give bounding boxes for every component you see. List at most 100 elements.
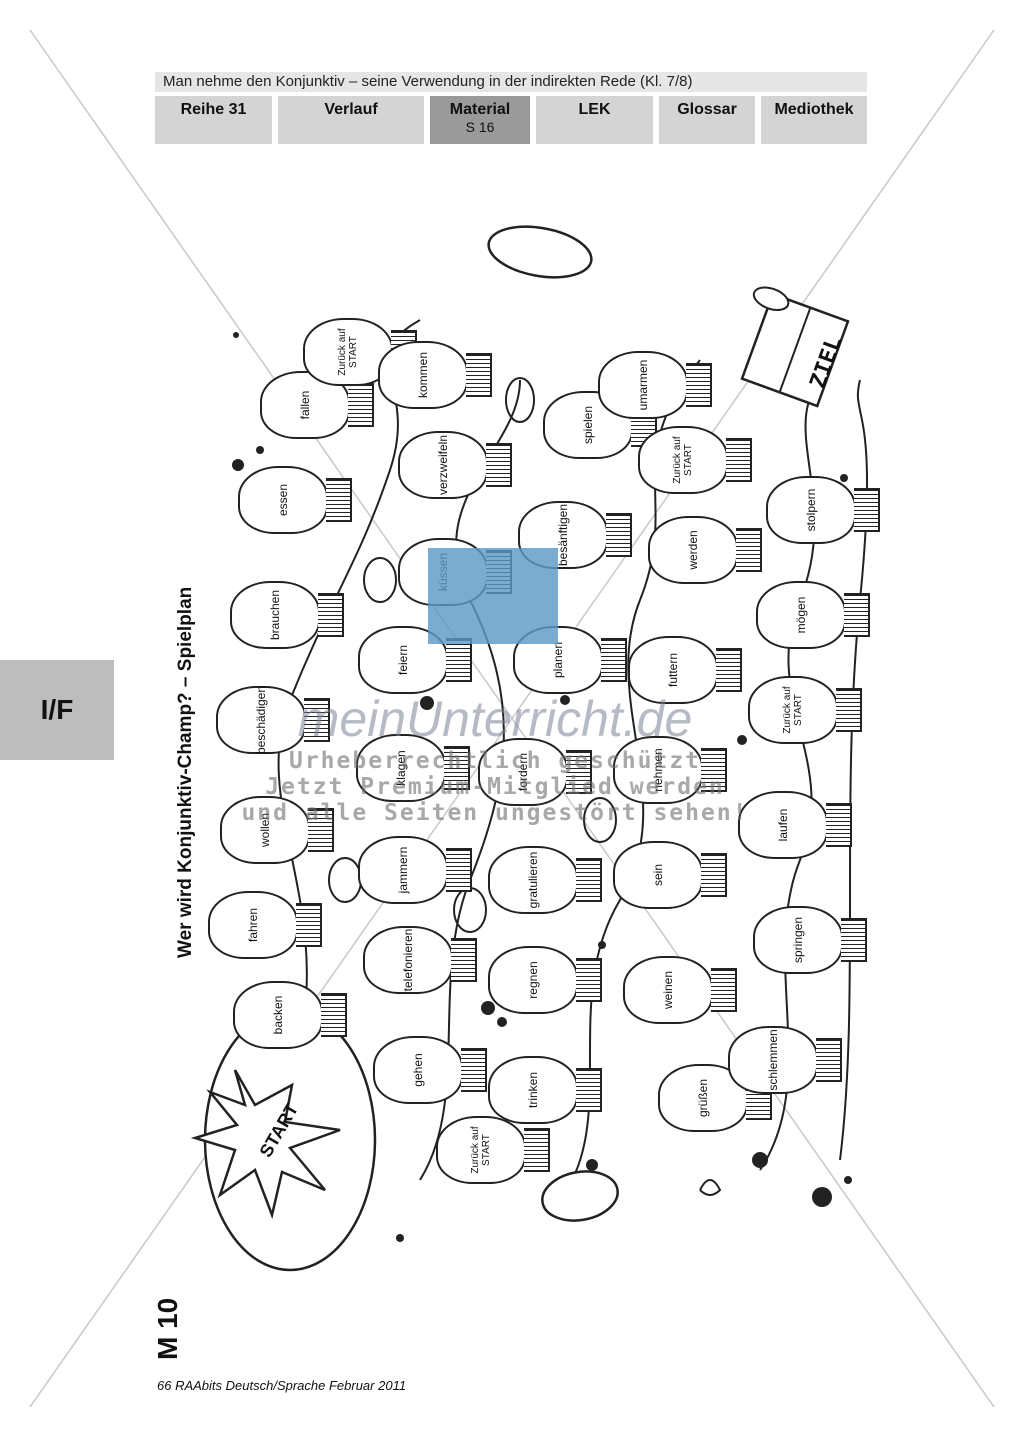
board-field-label: laufen — [776, 808, 790, 842]
board-field: wollen — [220, 796, 334, 864]
series-title-bar: Man nehme den Konjunktiv – seine Verwend… — [155, 72, 867, 92]
tab-verlauf[interactable]: Verlauf — [278, 96, 424, 144]
tab-lek[interactable]: LEK — [536, 96, 653, 144]
muffin-cup — [321, 993, 347, 1037]
board-field-label: Zurück auf START — [337, 328, 359, 376]
tab-mediothek[interactable]: Mediothek — [761, 96, 867, 144]
board-field: trinken — [488, 1056, 602, 1124]
category-side-tab: I/F — [0, 660, 114, 760]
board-field-label: trinken — [526, 1071, 540, 1109]
board-field: verzweifeln — [398, 431, 512, 499]
muffin-cup — [308, 808, 334, 852]
muffin-cup — [701, 853, 727, 897]
muffin-cup — [686, 363, 712, 407]
muffin-cup — [576, 958, 602, 1002]
board-field-label: brauchen — [268, 589, 282, 641]
board-field: Zurück auf START — [436, 1116, 550, 1184]
board-field: Zurück auf START — [638, 426, 752, 494]
muffin-cup — [466, 353, 492, 397]
board-field: jammern — [358, 836, 472, 904]
board-field: stolpern — [766, 476, 880, 544]
board-field: klagen — [356, 734, 470, 802]
watermark-line-1: Urheberrechtlich geschützt — [288, 748, 702, 774]
muffin-cup — [601, 638, 627, 682]
board-field-label: weinen — [661, 970, 675, 1010]
board-field-label: gehen — [411, 1053, 425, 1087]
board-field-label: essen — [276, 483, 290, 517]
board-field: beschädigen — [216, 686, 330, 754]
board-field: telefonieren — [363, 926, 477, 994]
board-field: backen — [233, 981, 347, 1049]
board-field-label: grüßen — [696, 1078, 710, 1118]
board-field: werden — [648, 516, 762, 584]
watermark-line-3: und alle Seiten ungestört sehen! — [241, 800, 749, 826]
muffin-cup — [444, 746, 470, 790]
board-field-label: Zurück auf START — [470, 1126, 492, 1174]
board-field: schlemmen — [728, 1026, 842, 1094]
muffin-cup — [816, 1038, 842, 1082]
tab-label: Reihe 31 — [180, 101, 247, 118]
board-field: weinen — [623, 956, 737, 1024]
muffin-cup — [844, 593, 870, 637]
muffin-cup — [296, 903, 322, 947]
board-field-label: telefonieren — [401, 928, 415, 992]
board-field-label: mögen — [794, 596, 808, 634]
tab-label: Glossar — [677, 101, 737, 118]
muffin-cup — [446, 848, 472, 892]
muffin-cup — [451, 938, 477, 982]
muffin-cup — [716, 648, 742, 692]
board-field-label: Zurück auf START — [672, 436, 694, 484]
board-field-label: stolpern — [804, 488, 818, 532]
board-field: springen — [753, 906, 867, 974]
board-field: umarmen — [598, 351, 712, 419]
board-field-label: Zurück auf START — [782, 686, 804, 734]
board-field: sein — [613, 841, 727, 909]
muffin-cup — [326, 478, 352, 522]
board-field-label: werden — [686, 530, 700, 570]
watermark-line-2: Jetzt Premium-Mitglied werden — [265, 774, 725, 800]
board-field-label: fallen — [298, 390, 312, 420]
muffin-cup — [576, 1068, 602, 1112]
muffin-cup — [711, 968, 737, 1012]
tab-reihe[interactable]: Reihe 31 — [155, 96, 272, 144]
tab-glossar[interactable]: Glossar — [659, 96, 755, 144]
board-field-label: springen — [791, 916, 805, 964]
board-field-label: futtern — [666, 652, 680, 688]
board-field-label: besänftigen — [556, 503, 570, 567]
muffin-cup — [836, 688, 862, 732]
board-field-label: kommen — [416, 351, 430, 399]
tab-material[interactable]: Material S 16 — [430, 96, 530, 144]
muffin-cup — [461, 1048, 487, 1092]
watermark-brand: meinUnterricht.de — [297, 691, 693, 747]
muffin-cup — [486, 443, 512, 487]
tab-sublabel: S 16 — [465, 119, 495, 135]
footer-citation: 66 RAAbits Deutsch/Sprache Februar 2011 — [157, 1378, 407, 1393]
board-field: Zurück auf START — [748, 676, 862, 744]
board-field-label: backen — [271, 995, 285, 1035]
muffin-cup — [446, 638, 472, 682]
muffin-cup — [826, 803, 852, 847]
muffin-cup — [701, 748, 727, 792]
board-field: kommen — [378, 341, 492, 409]
board-field: fahren — [208, 891, 322, 959]
tab-label: Verlauf — [324, 101, 378, 118]
board-field: fordern — [478, 738, 592, 806]
board-field-label: fahren — [246, 907, 260, 943]
watermark: meinUnterricht.de Urheberrechtlich gesch… — [225, 690, 765, 870]
board-field: gratulieren — [488, 846, 602, 914]
board-field-label: spielen — [581, 405, 595, 445]
board-field-label: feiern — [396, 644, 410, 676]
muffin-cup — [606, 513, 632, 557]
muffin-cup — [524, 1128, 550, 1172]
board-field: nehmen — [613, 736, 727, 804]
muffin-cup — [318, 593, 344, 637]
board-field: brauchen — [230, 581, 344, 649]
tab-label: LEK — [578, 101, 611, 118]
muffin-cup — [566, 750, 592, 794]
board-field: essen — [238, 466, 352, 534]
board-field: mögen — [756, 581, 870, 649]
tab-label: Mediothek — [774, 101, 854, 118]
muffin-cup — [854, 488, 880, 532]
board-field-label: verzweifeln — [436, 434, 450, 496]
watermark-logo — [428, 548, 558, 644]
